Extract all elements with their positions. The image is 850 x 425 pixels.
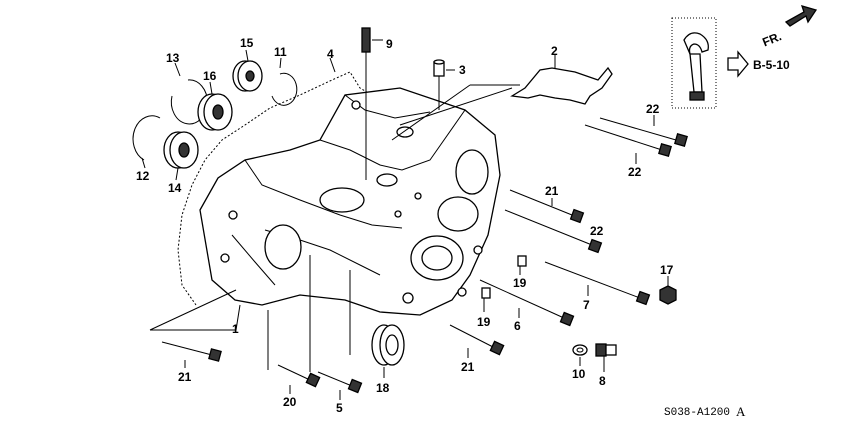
part-8-drain-plug [595, 343, 617, 372]
part-9-vent-stud [361, 27, 383, 180]
callout-17: 17 [660, 263, 674, 277]
callout-11: 11 [274, 45, 287, 59]
callout-15: 15 [240, 36, 254, 50]
diagram-revision: A [736, 404, 746, 419]
callout-5: 5 [336, 401, 343, 415]
inset-part-sketch [671, 17, 717, 109]
reference-label: B-5-10 [753, 58, 790, 72]
part-22-bolt-lower [584, 124, 672, 164]
callout-3: 3 [459, 63, 466, 77]
diagram-code: S038-A1200 [664, 407, 730, 419]
part-2-bracket [399, 55, 613, 126]
callout-22-upper: 22 [646, 102, 660, 116]
callout-21-left: 21 [178, 370, 192, 384]
part-16-bearing [197, 81, 233, 131]
callout-4: 4 [327, 47, 334, 61]
part-19-dowel-upper [517, 255, 527, 275]
callout-21-right: 21 [545, 184, 559, 198]
callout-1: 1 [232, 322, 239, 336]
part-18-oil-seal [349, 270, 405, 378]
callout-6: 6 [514, 319, 521, 333]
part-15-bearing [232, 49, 263, 92]
callout-10: 10 [572, 367, 586, 381]
callout-16: 16 [203, 69, 217, 83]
front-arrow-icon [784, 5, 818, 27]
callout-14: 14 [168, 181, 182, 195]
part-11-circlip [271, 57, 298, 106]
callout-22-small: 22 [590, 224, 604, 238]
part-12-circlip [132, 115, 161, 169]
transmission-housing [199, 87, 501, 316]
callout-12: 12 [136, 169, 150, 183]
part-22-bolt-small [504, 209, 603, 254]
callout-21-lower-right: 21 [461, 360, 475, 374]
callout-2: 2 [551, 44, 558, 58]
callout-19-upper: 19 [513, 276, 527, 290]
part-20-bolt [267, 310, 321, 394]
part-22-bolt-upper [599, 115, 688, 147]
part-5-bolt [309, 255, 363, 400]
part-19-dowel-lower [481, 287, 491, 312]
callout-7: 7 [583, 298, 590, 312]
reference-arrow [727, 50, 749, 78]
callout-13: 13 [166, 51, 180, 65]
part-3-sleeve [433, 59, 455, 110]
part-21-bolt-right [509, 189, 585, 224]
part-17-nut [659, 276, 677, 305]
callout-19-lower: 19 [477, 315, 491, 329]
part-14-bearing [163, 131, 199, 181]
front-label: FR. [760, 29, 783, 49]
callout-8: 8 [599, 374, 606, 388]
part-10-washer [572, 344, 588, 366]
callout-18: 18 [376, 381, 390, 395]
part-7-bolt [544, 261, 651, 306]
callout-9: 9 [386, 37, 393, 51]
part-21-bolt-lower-right [449, 324, 505, 358]
callout-20: 20 [283, 395, 297, 409]
part-21-bolt-left [161, 341, 222, 368]
part-6-bolt [479, 279, 575, 327]
callout-22-lower: 22 [628, 165, 642, 179]
